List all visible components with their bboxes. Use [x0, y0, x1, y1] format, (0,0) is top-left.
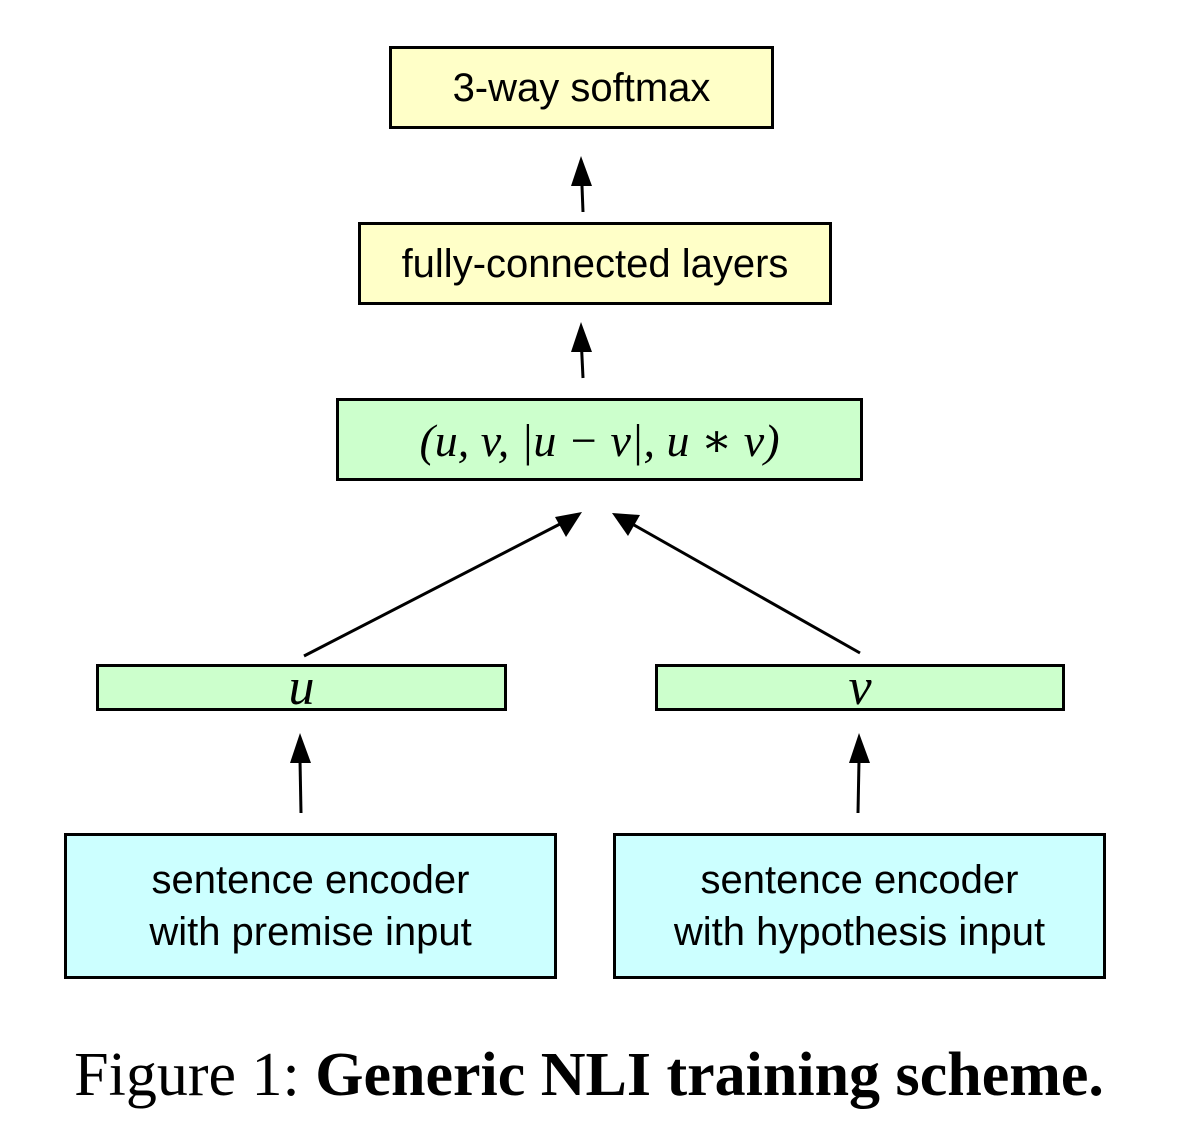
- arrowhead-hypothesis-to-v: [849, 733, 870, 763]
- hypothesis-encoder-line2: with hypothesis input: [673, 910, 1046, 954]
- arrowhead-v-to-combination: [612, 513, 640, 536]
- feature-combination-label: (u, v, |u − v|, u ∗ v): [419, 414, 780, 466]
- fully-connected-node: fully-connected layers: [358, 222, 832, 305]
- caption-title: Generic NLI training scheme.: [315, 1041, 1104, 1109]
- arrow-premise-to-u: [298, 759, 303, 814]
- feature-combination-node: (u, v, |u − v|, u ∗ v): [336, 398, 863, 481]
- arrowhead-fc-to-softmax: [571, 156, 592, 186]
- hypothesis-encoder-node: sentence encoder with hypothesis input: [613, 833, 1106, 979]
- arrowhead-premise-to-u: [290, 733, 311, 763]
- arrow-u-to-combination: [303, 522, 561, 658]
- caption-prefix: Figure 1:: [74, 1041, 316, 1109]
- hypothesis-encoder-line1: sentence encoder: [700, 858, 1019, 902]
- u-vector-label: u: [288, 659, 315, 716]
- arrowhead-u-to-combination: [555, 512, 582, 537]
- arrowhead-combination-to-fc: [571, 322, 592, 352]
- softmax-node: 3-way softmax: [389, 46, 774, 129]
- premise-encoder-line1: sentence encoder: [151, 858, 470, 902]
- premise-encoder-node: sentence encoder with premise input: [64, 833, 557, 979]
- fully-connected-label: fully-connected layers: [401, 241, 789, 286]
- arrow-hypothesis-to-v: [856, 759, 861, 814]
- v-vector-node: v: [655, 659, 1065, 716]
- premise-encoder-line2: with premise input: [149, 910, 472, 954]
- figure-caption: Figure 1: Generic NLI training scheme.: [0, 1040, 1178, 1111]
- v-vector-label: v: [848, 659, 872, 716]
- arrow-v-to-combination: [633, 523, 861, 655]
- softmax-label: 3-way softmax: [452, 65, 711, 110]
- u-vector-node: u: [96, 659, 507, 716]
